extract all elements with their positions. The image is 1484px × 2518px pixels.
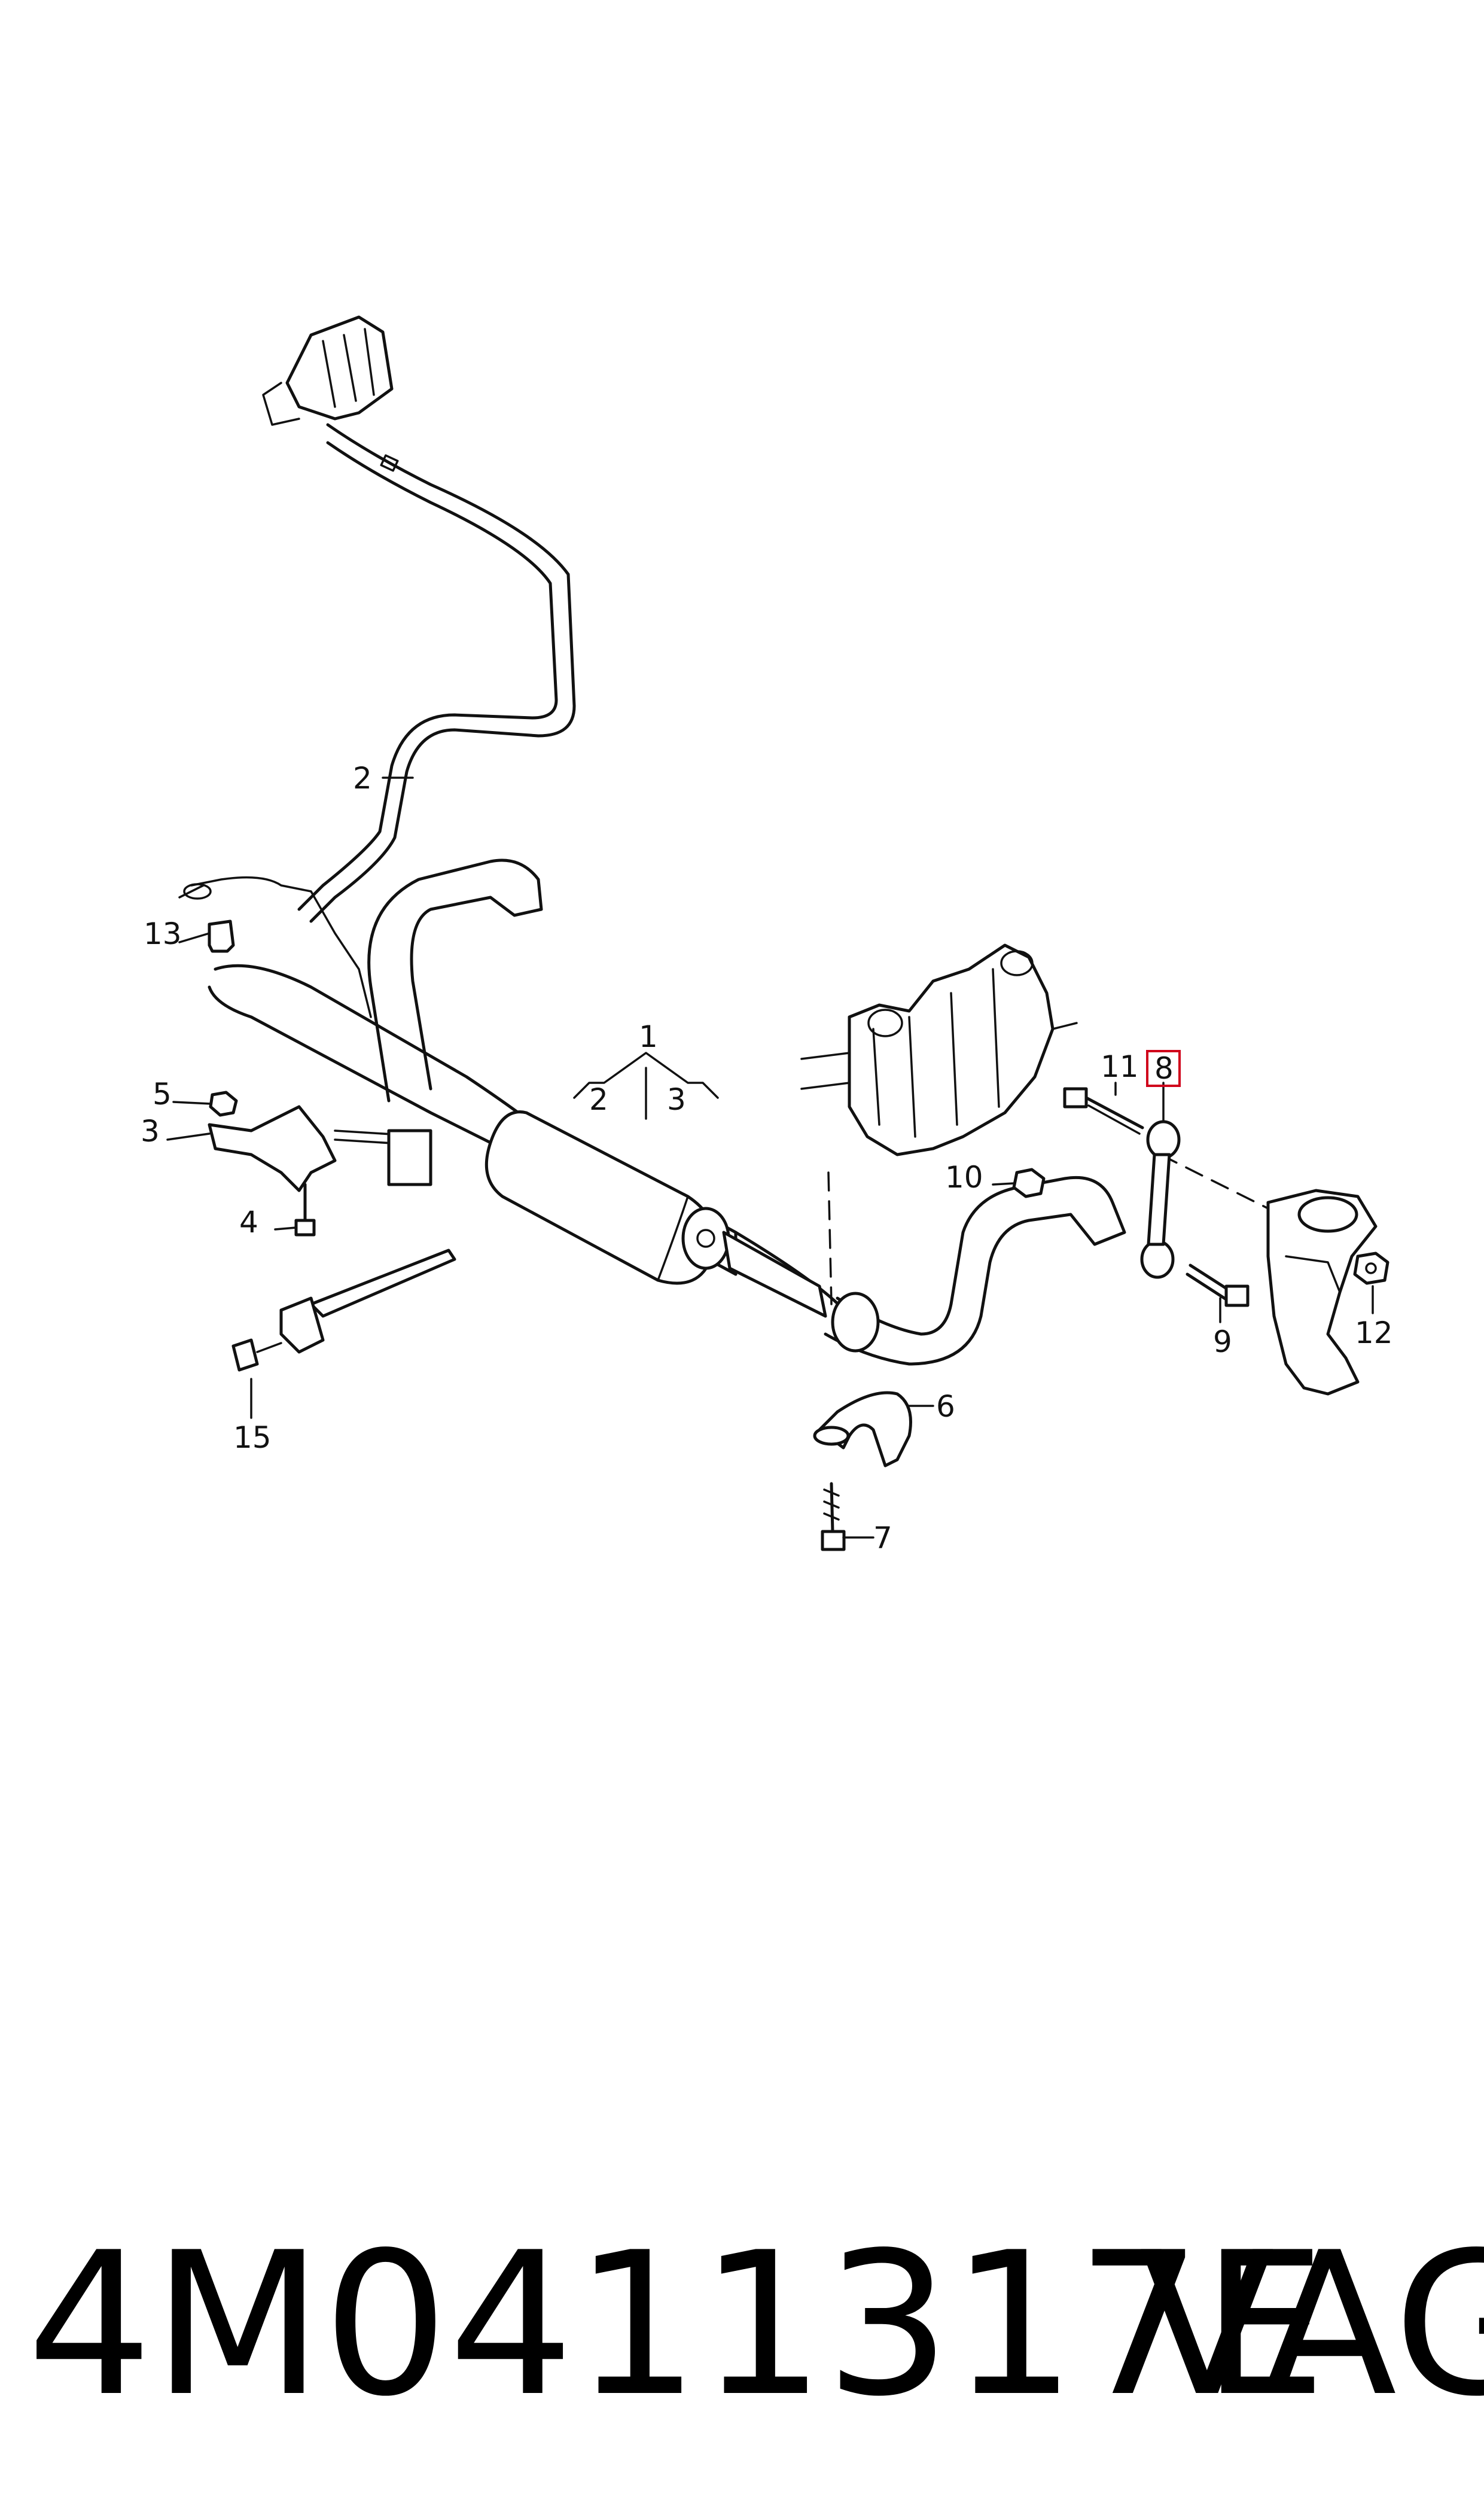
callout-15: 15	[233, 1420, 272, 1455]
part-number: 4M0411317E	[27, 2210, 1327, 2440]
leader-lines	[166, 777, 1374, 1539]
nut-5	[209, 1091, 238, 1117]
callout-11: 11	[1101, 1049, 1139, 1084]
callout-9: 9	[1213, 1325, 1232, 1359]
callout-1-sub-2: 2	[589, 1082, 608, 1117]
callout-10: 10	[945, 1160, 983, 1195]
footer: 4M0411317E VAG	[27, 2210, 1484, 2440]
callout-8: 8	[1154, 1051, 1174, 1086]
harness-connector	[262, 315, 394, 426]
callout-13: 13	[144, 917, 182, 951]
subframe	[800, 943, 1078, 1156]
coupling-rod	[1140, 1120, 1181, 1279]
bracket-sensor	[208, 1105, 432, 1192]
nut-12	[1353, 1252, 1389, 1285]
wheel-bearing-housing	[1266, 1189, 1378, 1396]
subframe-leader-dash	[827, 1171, 833, 1305]
sensor-13	[178, 876, 372, 1018]
cable-tie	[231, 1249, 456, 1372]
bolt-7	[821, 1482, 846, 1551]
callout-6: 6	[936, 1389, 955, 1424]
callout-7: 7	[873, 1521, 892, 1555]
bolt-9	[1186, 1263, 1250, 1307]
callout-1: 1	[639, 1019, 658, 1054]
callout-2: 2	[353, 761, 372, 796]
link-leader-dash	[1159, 1153, 1269, 1210]
callout-12: 12	[1355, 1316, 1393, 1350]
callout-1-sub-3: 3	[667, 1082, 686, 1117]
bolt-4	[294, 1183, 316, 1237]
callout-4: 4	[239, 1205, 258, 1240]
clamp-6	[813, 1391, 912, 1467]
callout-5: 5	[153, 1077, 172, 1112]
nut-10	[1012, 1168, 1046, 1198]
bolt-11	[1063, 1087, 1144, 1135]
wiring-harness	[262, 315, 576, 923]
callout-8-highlight-box	[1146, 1050, 1181, 1087]
callout-labels: 1 2 3 2 13 5 3 4 15 10 11 8 9 12 6 7	[141, 761, 1393, 1555]
damper-cylinder	[484, 1110, 827, 1318]
brand-name: VAG	[1139, 2210, 1484, 2440]
callout-3: 3	[141, 1114, 160, 1149]
